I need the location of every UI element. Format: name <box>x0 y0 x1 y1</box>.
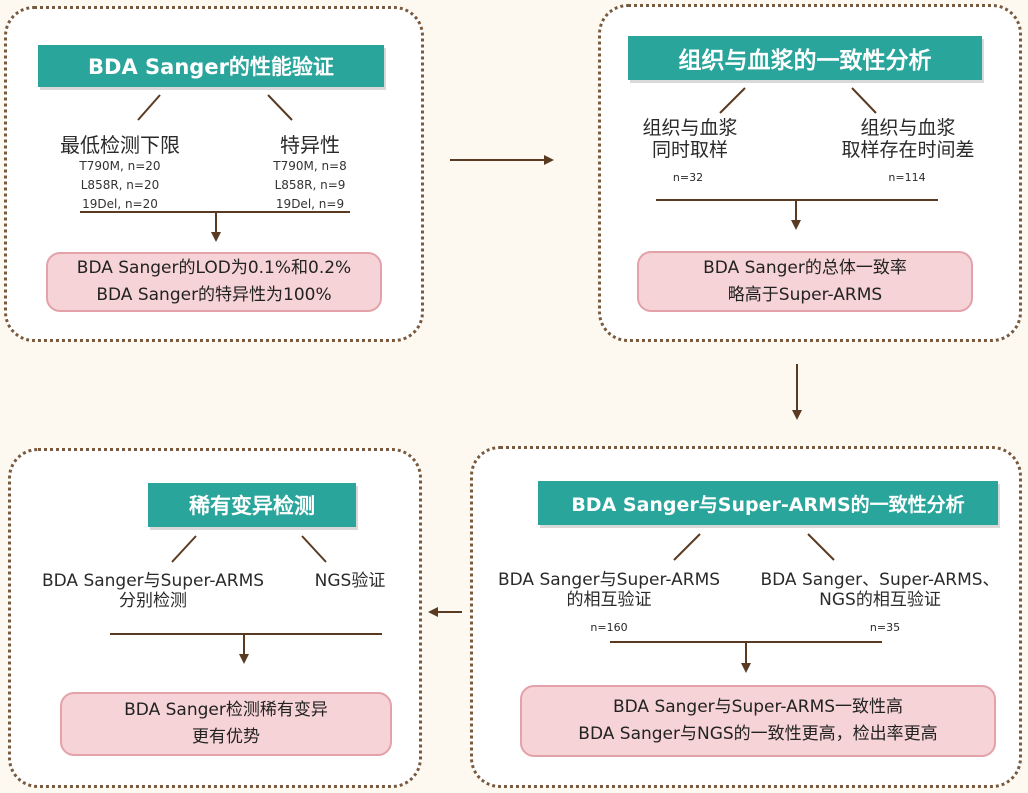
panel2-result: BDA Sanger的总体一致率 略高于Super-ARMS <box>637 251 973 312</box>
count: 19Del, n=9 <box>275 197 345 211</box>
count: L858R, n=9 <box>274 178 346 192</box>
panel3-title: BDA Sanger与Super-ARMS的一致性分析 <box>538 481 998 525</box>
panel1-right-label: 特异性 <box>280 133 340 157</box>
panel3-right-label: BDA Sanger、Super-ARMS、 NGS的相互验证 <box>746 570 1014 610</box>
panel2-right-label: 组织与血浆 取样存在时间差 <box>820 117 996 162</box>
panel2-title: 组织与血浆的一致性分析 <box>628 36 982 80</box>
label-line: 组织与血浆 <box>642 117 738 139</box>
count: L858R, n=20 <box>80 178 160 192</box>
panel3-result: BDA Sanger与Super-ARMS一致性高 BDA Sanger与NGS… <box>520 685 996 757</box>
panel1-title: BDA Sanger的性能验证 <box>38 45 384 87</box>
panel2-right-n: n=114 <box>888 171 926 184</box>
panel3-right-n: n=35 <box>869 621 901 634</box>
label-line: 的相互验证 <box>566 589 652 610</box>
panel4-result: BDA Sanger检测稀有变异 更有优势 <box>60 692 392 756</box>
panel3-left-n: n=160 <box>590 621 628 634</box>
result-line: BDA Sanger的LOD为0.1%和0.2% <box>76 258 352 278</box>
panel4-left-label: BDA Sanger与Super-ARMS 分别检测 <box>18 571 288 611</box>
label-line: 同时取样 <box>651 138 728 161</box>
label-line: 组织与血浆 <box>860 117 956 139</box>
label-line: NGS的相互验证 <box>819 589 941 610</box>
panel1-result: BDA Sanger的LOD为0.1%和0.2% BDA Sanger的特异性为… <box>46 252 382 312</box>
panel4-right-label: NGS验证 <box>314 571 386 591</box>
count: T790M, n=20 <box>79 159 161 173</box>
result-line: 略高于Super-ARMS <box>727 284 883 305</box>
panel1-left-counts: T790M, n=20 L858R, n=20 19Del, n=20 <box>52 157 188 214</box>
result-line: BDA Sanger与NGS的一致性更高，检出率更高 <box>578 724 938 744</box>
panel4-title: 稀有变异检测 <box>148 483 356 527</box>
label-line: 分别检测 <box>119 590 187 611</box>
panel2-left-n: n=32 <box>672 171 704 184</box>
result-line: BDA Sanger的总体一致率 <box>703 257 907 278</box>
count: T790M, n=8 <box>273 159 347 173</box>
label-line: BDA Sanger、Super-ARMS、 <box>760 570 1000 590</box>
result-line: BDA Sanger的特异性为100% <box>96 285 332 305</box>
label-line: BDA Sanger与Super-ARMS <box>497 570 721 590</box>
label-line: 取样存在时间差 <box>841 138 975 161</box>
panel1-left-label: 最低检测下限 <box>60 133 180 157</box>
panel2-left-label: 组织与血浆 同时取样 <box>620 117 760 162</box>
result-line: BDA Sanger检测稀有变异 <box>124 700 328 720</box>
result-line: 更有优势 <box>192 727 260 747</box>
count: 19Del, n=20 <box>82 197 158 211</box>
result-line: BDA Sanger与Super-ARMS一致性高 <box>612 697 904 717</box>
panel3-left-label: BDA Sanger与Super-ARMS 的相互验证 <box>478 570 740 610</box>
label-line: BDA Sanger与Super-ARMS <box>41 571 265 591</box>
panel1-right-counts: T790M, n=8 L858R, n=9 19Del, n=9 <box>255 157 365 214</box>
